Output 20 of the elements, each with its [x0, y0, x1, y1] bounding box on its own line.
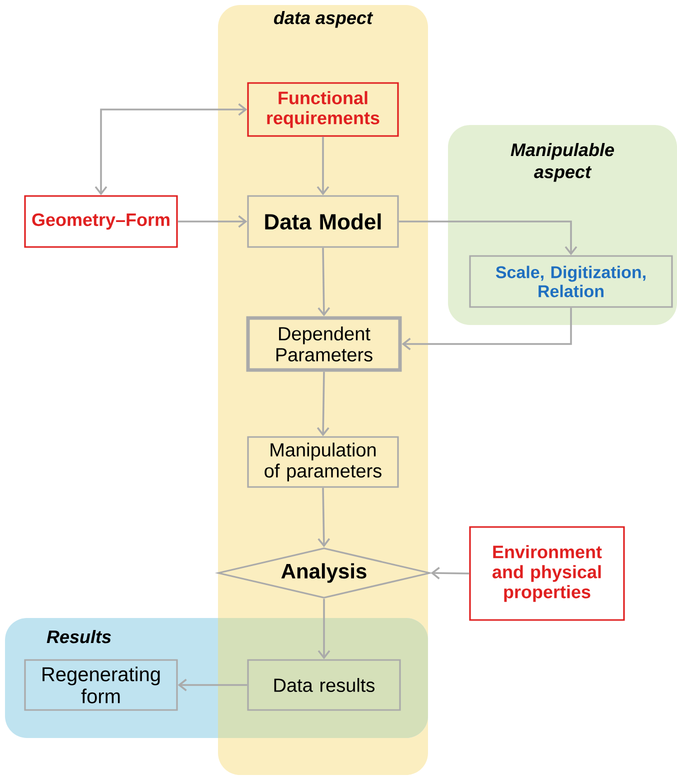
arrow [430, 566, 470, 580]
process-box: Regenerating form [24, 659, 178, 711]
arrow [318, 488, 330, 548]
arrow [318, 598, 330, 660]
process-box: Geometry–Form [24, 195, 178, 248]
process-box: Dependent Parameters [246, 316, 402, 372]
process-box: Data Model [247, 195, 399, 248]
arrow [178, 678, 248, 692]
arrow [318, 248, 330, 316]
process-box: Functional requirements [247, 82, 399, 137]
arrow [316, 372, 330, 436]
arrow [398, 220, 578, 256]
arrow [316, 136, 330, 196]
process-box: Environment and physical properties [469, 526, 625, 621]
process-box: Scale, Digitization, Relation [469, 255, 673, 308]
arrow [178, 215, 248, 228]
process-box: Data results [247, 659, 401, 711]
arrow [94, 103, 248, 196]
process-box: Manipulation of parameters [247, 436, 399, 488]
arrow [402, 308, 572, 350]
